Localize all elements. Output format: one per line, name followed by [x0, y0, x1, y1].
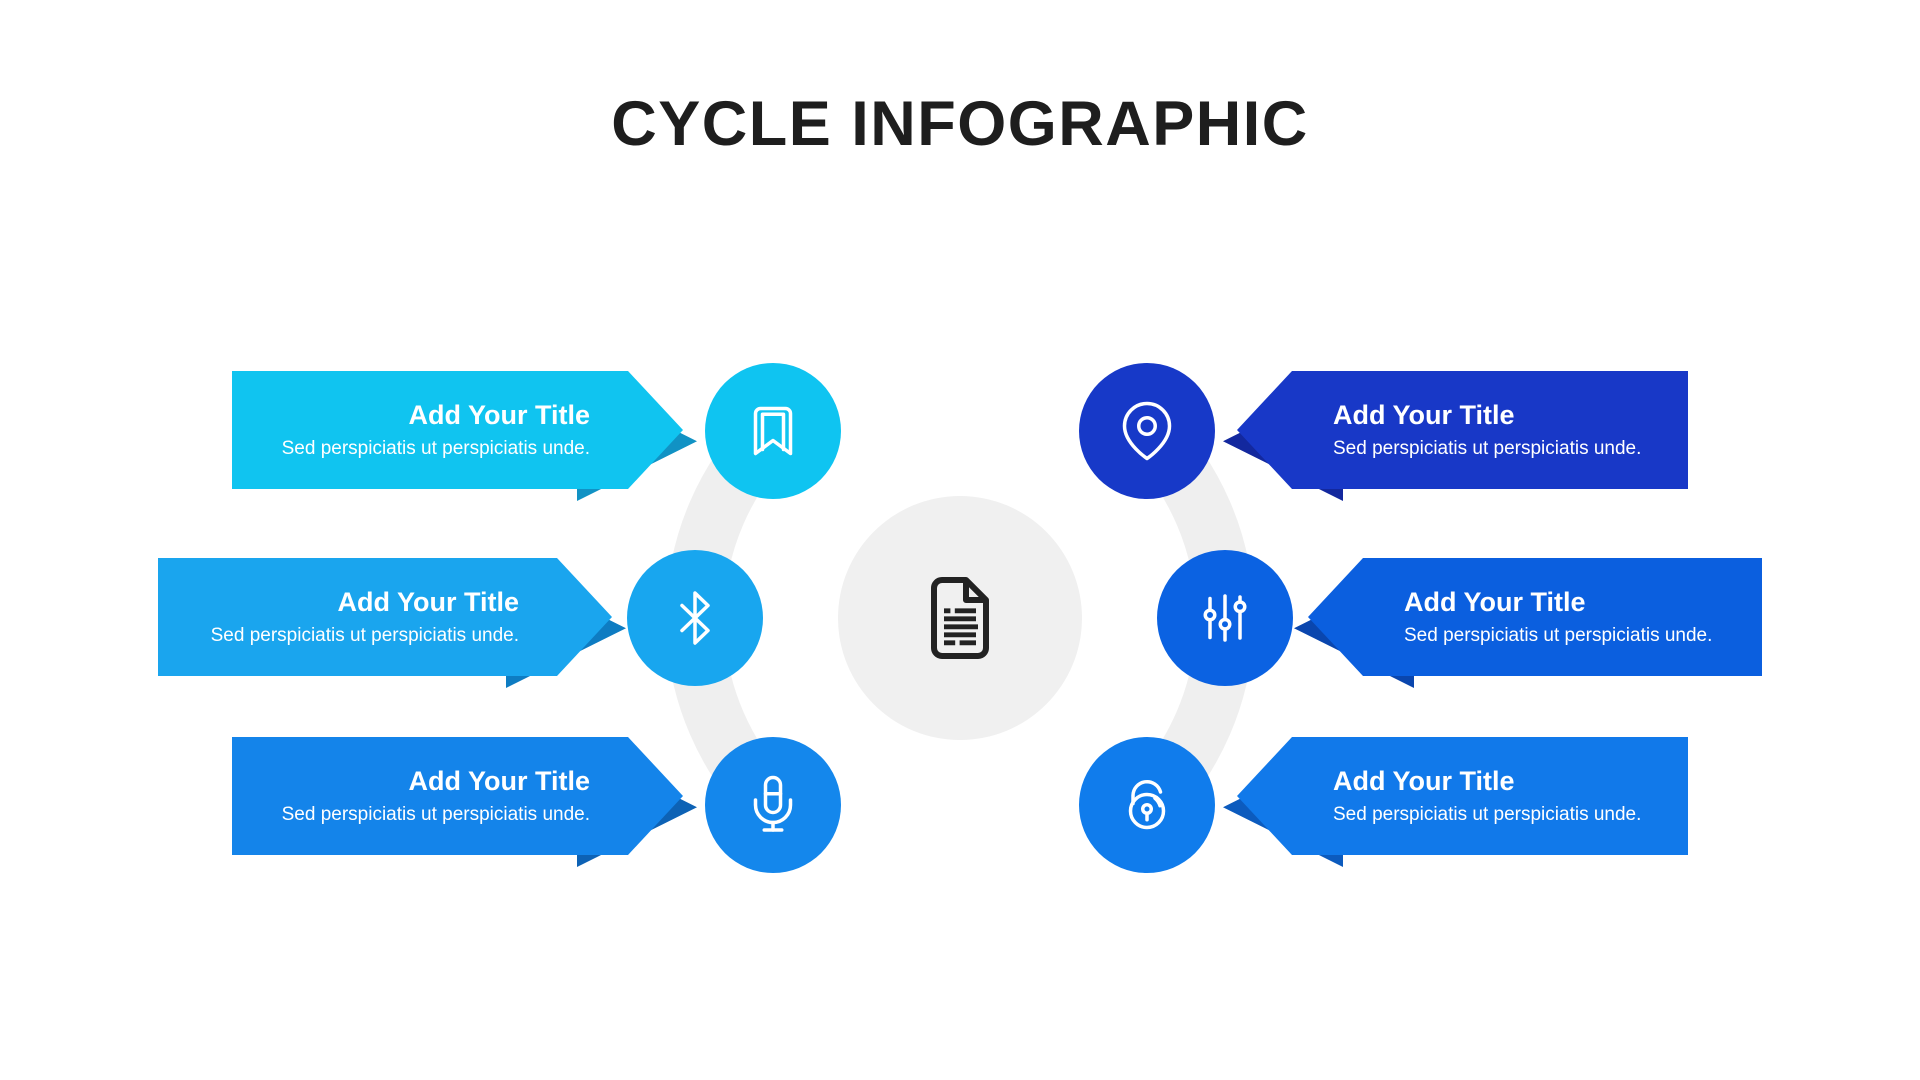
location-pin-icon-circle — [1079, 363, 1215, 499]
location-pin-icon — [1122, 401, 1172, 461]
page-title: CYCLE INFOGRAPHIC — [611, 89, 1309, 159]
lock-icon-circle — [1079, 737, 1215, 873]
item-title: Add Your Title — [337, 587, 519, 617]
item-title: Add Your Title — [408, 766, 590, 796]
bluetooth-icon-circle — [627, 550, 763, 686]
bookmark-icon-circle — [705, 363, 841, 499]
center-circle — [838, 496, 1082, 740]
item-description: Sed perspiciatis ut perspiciatis unde. — [1333, 438, 1642, 459]
item-description: Sed perspiciatis ut perspiciatis unde. — [1333, 804, 1642, 825]
item-title: Add Your Title — [1333, 766, 1515, 796]
item-title: Add Your Title — [1333, 400, 1515, 430]
lock-icon — [1128, 779, 1166, 830]
banner-bottom-right: Add Your Title Sed perspiciatis ut persp… — [1223, 737, 1688, 867]
item-description: Sed perspiciatis ut perspiciatis unde. — [1404, 625, 1713, 646]
bluetooth-icon — [680, 591, 710, 645]
item-description: Sed perspiciatis ut perspiciatis unde. — [281, 438, 590, 459]
microphone-icon-circle — [705, 737, 841, 873]
banner-bottom-left: Add Your Title Sed perspiciatis ut persp… — [232, 737, 683, 855]
banner-arrow: Add Your Title Sed perspiciatis ut persp… — [232, 737, 683, 855]
banner-arrow: Add Your Title Sed perspiciatis ut persp… — [1237, 371, 1688, 489]
bookmark-icon — [753, 406, 793, 456]
sliders-icon — [1203, 594, 1247, 642]
sliders-icon-circle — [1157, 550, 1293, 686]
banner-arrow: Add Your Title Sed perspiciatis ut persp… — [1308, 558, 1762, 676]
banner-arrow: Add Your Title Sed perspiciatis ut persp… — [158, 558, 612, 676]
banner-top-left: Add Your Title Sed perspiciatis ut persp… — [232, 371, 683, 489]
item-title: Add Your Title — [408, 400, 590, 430]
document-icon — [931, 577, 989, 659]
item-description: Sed perspiciatis ut perspiciatis unde. — [281, 804, 590, 825]
banner-middle-left: Add Your Title Sed perspiciatis ut persp… — [158, 558, 612, 676]
microphone-icon — [753, 775, 793, 832]
item-title: Add Your Title — [1404, 587, 1586, 617]
banner-arrow: Add Your Title Sed perspiciatis ut persp… — [232, 371, 683, 489]
item-description: Sed perspiciatis ut perspiciatis unde. — [210, 625, 519, 646]
banner-top-right: Add Your Title Sed perspiciatis ut persp… — [1223, 371, 1688, 501]
banner-middle-right: Add Your Title Sed perspiciatis ut persp… — [1294, 558, 1762, 688]
banner-arrow: Add Your Title Sed perspiciatis ut persp… — [1237, 737, 1688, 855]
